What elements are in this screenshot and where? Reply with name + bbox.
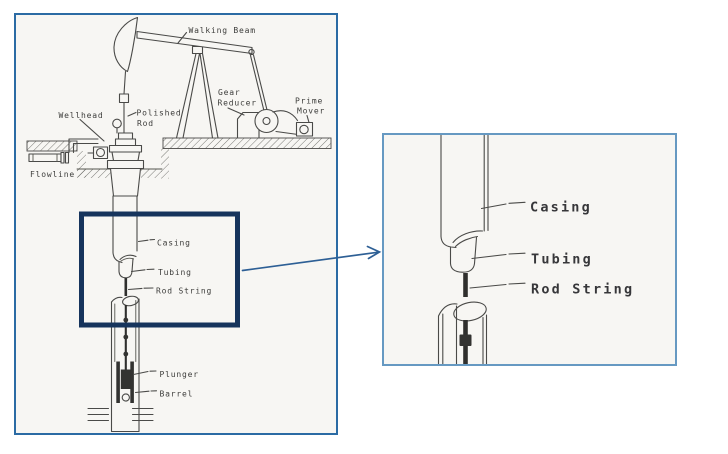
detail-pipe-rim	[453, 301, 487, 322]
overview-labels: Walking Beam Wellhead Polished Rod Gear …	[30, 26, 325, 399]
downhole-pump	[87, 295, 154, 433]
cellar-left-wall	[77, 151, 86, 177]
rod-coupling	[123, 334, 129, 340]
arrowhead	[366, 245, 382, 260]
detail-rod-coupling	[459, 334, 472, 346]
pitman-arm	[248, 48, 269, 116]
cellar-floor-left	[77, 169, 111, 178]
zoom-arrow	[241, 245, 382, 272]
overview-panel	[14, 13, 338, 435]
walking-beam	[136, 30, 253, 55]
perforations	[87, 407, 154, 422]
label-gear-reducer-2: Reducer	[218, 99, 257, 108]
label-plunger: Plunger	[160, 370, 199, 379]
detail-labels: Casing Tubing Rod String	[530, 200, 634, 298]
prime-mover-unit	[272, 110, 314, 137]
cellar-right-wall	[161, 148, 169, 179]
standing-valve-ball	[121, 393, 130, 402]
highlight-box	[79, 211, 240, 328]
label-gear-reducer-1: Gear	[218, 88, 240, 97]
plunger-body	[120, 369, 131, 389]
label-rod-string: Rod String	[156, 287, 212, 296]
tubing-pipe	[118, 254, 137, 279]
label-polished-rod-1: Polished	[137, 109, 182, 118]
tubing-top-rim	[122, 295, 139, 307]
barrel-wall-right	[130, 361, 134, 403]
cellar-floor-right	[141, 169, 162, 178]
detail-label-casing: Casing	[530, 200, 592, 216]
center-bearing	[191, 45, 204, 55]
label-prime-mover-2: Mover	[297, 107, 325, 116]
rod-coupling	[123, 317, 129, 323]
polished-rod-line	[118, 70, 130, 134]
label-tubing: Tubing	[158, 268, 192, 277]
horsehead	[113, 16, 139, 73]
pumpjack-surface-drawing: Walking Beam Wellhead Polished Rod Gear …	[26, 16, 332, 433]
leader-lines	[79, 31, 310, 394]
rod-coupling	[123, 351, 129, 357]
detail-label-rod-string: Rod String	[531, 282, 634, 298]
label-polished-rod-2: Rod	[137, 119, 154, 128]
ground-surface	[26, 137, 332, 179]
detail-leader-lines	[469, 201, 526, 289]
pulley	[299, 124, 309, 135]
flowline-pipe	[28, 138, 99, 164]
rod-clamp	[118, 93, 130, 104]
valve-wheel	[95, 147, 106, 158]
detail-label-tubing: Tubing	[531, 252, 593, 268]
pressure-gauge	[112, 118, 122, 129]
label-walking-beam: Walking Beam	[189, 26, 256, 35]
detail-casing-pipe	[440, 135, 489, 249]
detail-tubing-pipe	[449, 230, 484, 273]
gear-reducer-unit	[236, 108, 279, 139]
barrel-wall-left	[116, 361, 120, 403]
label-flowline: Flowline	[30, 170, 75, 179]
crank-wheel	[254, 108, 279, 134]
detail-drawing: Casing Tubing Rod String	[437, 135, 634, 364]
wellhead-assembly	[87, 118, 145, 197]
detail-panel	[382, 133, 677, 366]
label-barrel: Barrel	[160, 390, 194, 399]
detail-barrel-top	[437, 301, 488, 364]
label-casing: Casing	[157, 239, 191, 248]
label-prime-mover-1: Prime	[295, 97, 323, 106]
label-wellhead: Wellhead	[59, 111, 104, 120]
